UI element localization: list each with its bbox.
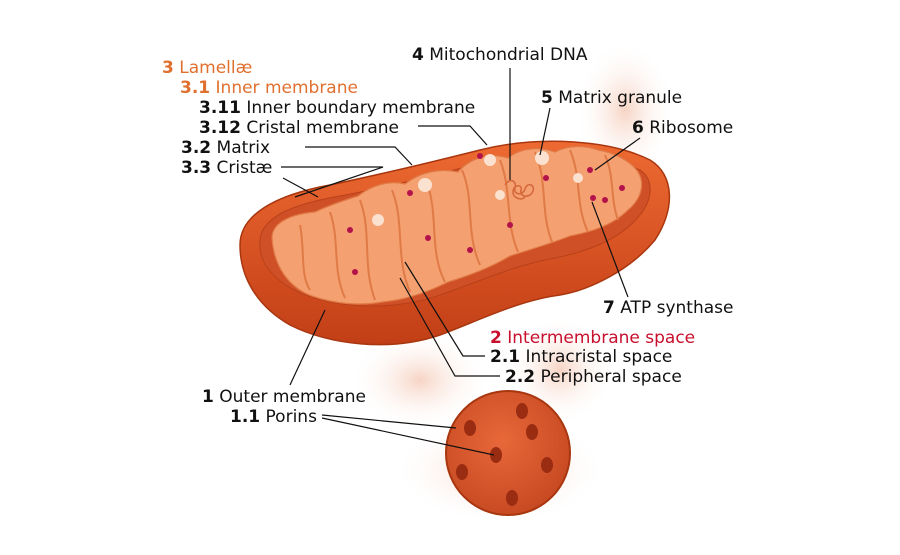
ribosomes: [347, 153, 625, 275]
label-inner-membrane: 3.1 Inner membrane: [180, 78, 358, 98]
mitochondrion: [239, 140, 671, 346]
label-matrix: 3.2 Matrix: [181, 138, 270, 158]
label-atp-synthase: 7 ATP synthase: [603, 298, 733, 318]
label-porins: 1.1 Porins: [230, 407, 317, 427]
labels: 3 Lamellæ 3.1 Inner membrane 3.11 Inner …: [162, 45, 733, 427]
label-matrix-granule: 5 Matrix granule: [541, 88, 682, 108]
label-cristal-membrane: 3.12 Cristal membrane: [199, 118, 399, 138]
label-lamellae: 3 Lamellæ: [162, 58, 252, 78]
label-cristae: 3.3 Cristæ: [181, 158, 272, 178]
label-inner-boundary-membrane: 3.11 Inner boundary membrane: [199, 98, 475, 118]
dna-strand: [504, 179, 535, 200]
label-ribosome: 6 Ribosome: [632, 118, 733, 138]
label-intermembrane-space: 2 Intermembrane space: [490, 328, 695, 348]
label-intracristal-space: 2.1 Intracristal space: [490, 347, 672, 367]
cristae-shape: [271, 145, 643, 305]
label-peripheral-space: 2.2 Peripheral space: [505, 367, 682, 387]
matrix-granules: [372, 151, 583, 226]
label-mitochondrial-dna: 4 Mitochondrial DNA: [412, 45, 588, 65]
porin-closeup: [445, 390, 571, 516]
leader-lines: [281, 68, 641, 456]
label-outer-membrane: 1 Outer membrane: [202, 387, 366, 407]
